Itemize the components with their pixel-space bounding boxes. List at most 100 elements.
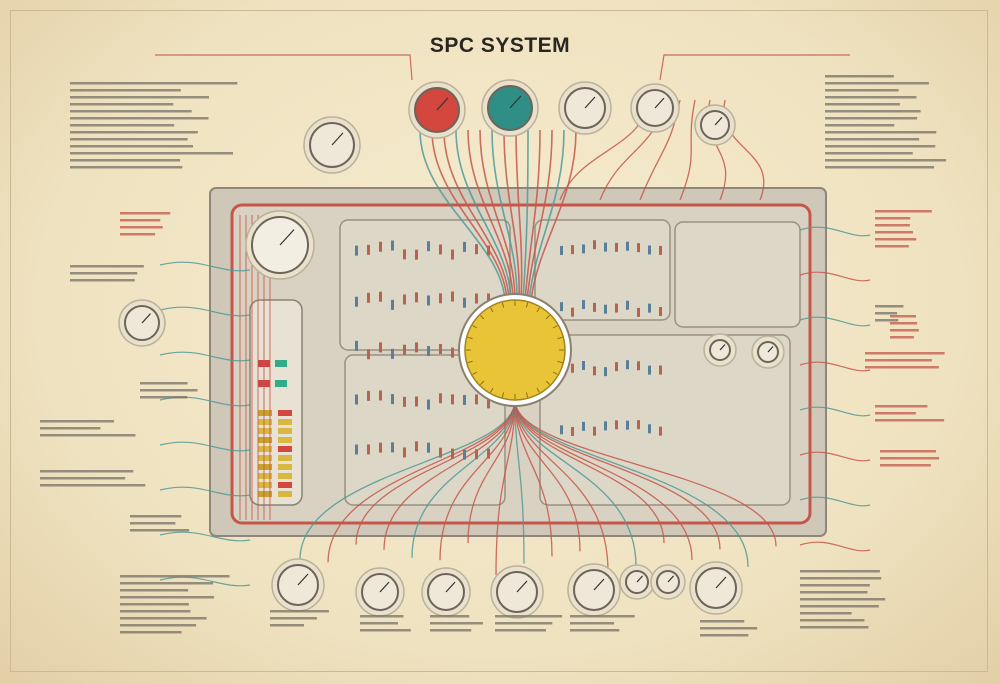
component [582,421,585,431]
annotation-line [120,596,215,599]
annotation-line [875,238,917,241]
fuse [278,437,292,443]
annotation-line [70,145,193,148]
component [582,244,585,254]
component [355,245,358,256]
annotation-line [875,405,928,408]
component [427,442,430,453]
annotation-line [800,591,868,594]
component [659,365,662,375]
gauge-needle [141,313,151,324]
annotation-line [880,450,936,453]
wire [679,99,696,201]
dial-tick [490,387,494,393]
wire [514,399,749,567]
annotation-line [40,477,126,480]
annotation-line [70,159,181,162]
annotation-line [495,622,553,625]
component [615,420,618,430]
component [487,293,490,304]
component [427,346,430,357]
wire [431,129,508,301]
component [403,447,406,458]
component [439,447,442,458]
component [403,249,406,260]
gauge-needle [279,229,295,246]
annotation-line [880,457,940,460]
component [475,394,478,405]
component [355,340,358,351]
wire [530,129,577,301]
annotation-line [70,138,188,141]
wire [159,441,251,452]
annotation-line [120,575,230,578]
component [593,426,596,436]
wire [479,129,516,301]
sheet-border [10,10,988,672]
wire [503,129,520,301]
fuse [278,410,292,416]
component [659,306,662,316]
dial-tick [536,387,540,393]
annotation-line [495,615,563,618]
annotation-line [875,419,945,422]
wire [159,531,251,542]
component [571,363,574,373]
annotation-line [120,226,163,229]
gauge-needle [331,132,344,146]
annotation-line [800,598,886,601]
sub-panel [674,221,801,328]
wire [514,399,609,572]
dial-tick [545,314,551,320]
component [379,442,382,453]
wire [467,129,514,301]
annotation-line [570,622,615,625]
annotation-line [875,305,904,308]
component [582,361,585,371]
fuse [278,419,292,425]
wire [659,54,850,81]
wire [159,486,251,497]
fuse [258,410,272,416]
annotation-line [800,577,882,580]
dial-tick [536,307,540,313]
component [379,390,382,401]
annotation-line [865,359,932,362]
annotation-line [130,515,182,518]
annotation-line [825,117,918,120]
component [451,448,454,459]
component [637,243,640,253]
component [367,244,370,255]
wire [799,406,871,417]
component [367,390,370,401]
gauge-needle [654,97,665,109]
component [427,241,430,252]
component [391,394,394,405]
dial-tick [467,336,473,340]
gauge-needle [445,581,456,593]
annotation-line [40,420,114,423]
gauge-needle [715,576,727,589]
gauge-needle [436,97,449,111]
component [593,240,596,250]
component [439,344,442,355]
wire [514,399,553,557]
component [463,241,466,252]
wire [383,399,516,550]
annotation-line [825,145,936,148]
fuse [258,428,272,434]
annotation-line [140,382,188,385]
wire [159,306,251,317]
component [626,420,629,430]
dial-tick [490,307,494,313]
annotation-line [140,396,188,399]
component [604,242,607,252]
dial-tick [552,325,558,329]
annotation-line [70,124,175,127]
dial-tick [552,371,558,375]
annotation-line [800,570,880,573]
diagram-title: SPC SYSTEM [429,34,571,57]
wire [515,129,523,301]
component [604,421,607,431]
component [604,304,607,314]
